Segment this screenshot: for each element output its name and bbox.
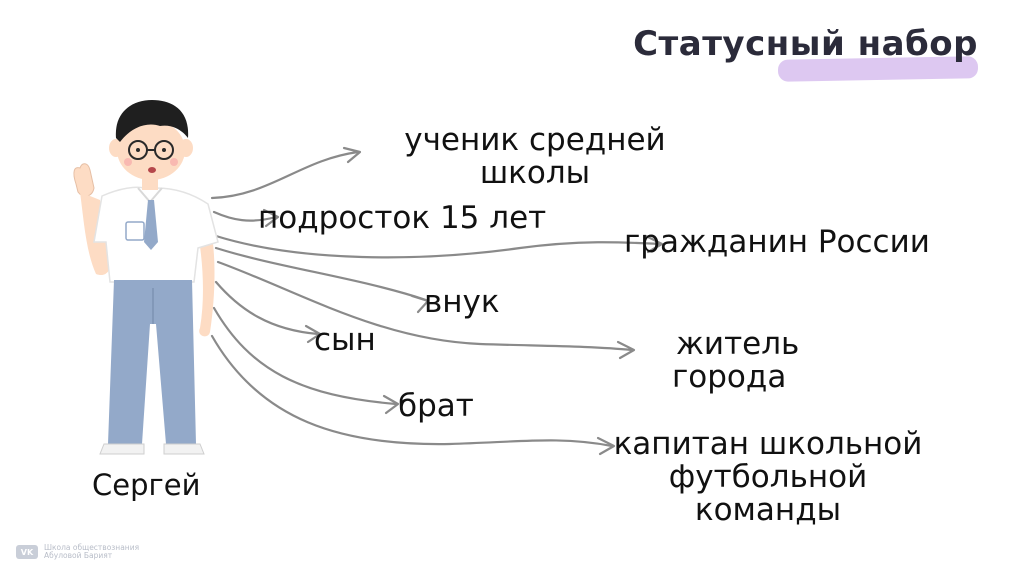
status-grandson: внук <box>424 284 500 320</box>
arrow-brother <box>212 306 398 406</box>
page-title: Статусный набор <box>633 24 978 64</box>
vk-logo-icon: VK <box>16 545 38 559</box>
status-student: ученик средней школы <box>404 122 666 191</box>
status-son: сын <box>314 322 376 358</box>
footer-logo: VK Школа обществознания Абуловой Барият <box>16 544 139 560</box>
arrow-son <box>214 280 320 336</box>
person-name: Сергей <box>92 468 201 502</box>
status-resident: житель города <box>672 326 800 395</box>
arrow-teen <box>212 210 278 222</box>
title-area: Статусный набор <box>618 18 988 88</box>
arrow-resident <box>216 260 634 352</box>
boy-illustration <box>73 100 219 455</box>
status-brother: брат <box>398 388 474 424</box>
arrow-student <box>210 150 360 200</box>
arrow-grandson <box>214 246 428 302</box>
status-citizen: гражданин России <box>624 224 930 260</box>
arrow-citizen <box>214 234 662 259</box>
arrow-captain <box>210 334 614 448</box>
status-captain: капитан школьной футбольной команды <box>613 426 923 528</box>
footer-text: Школа обществознания Абуловой Барият <box>44 543 140 560</box>
status-teen: подросток 15 лет <box>258 200 547 236</box>
